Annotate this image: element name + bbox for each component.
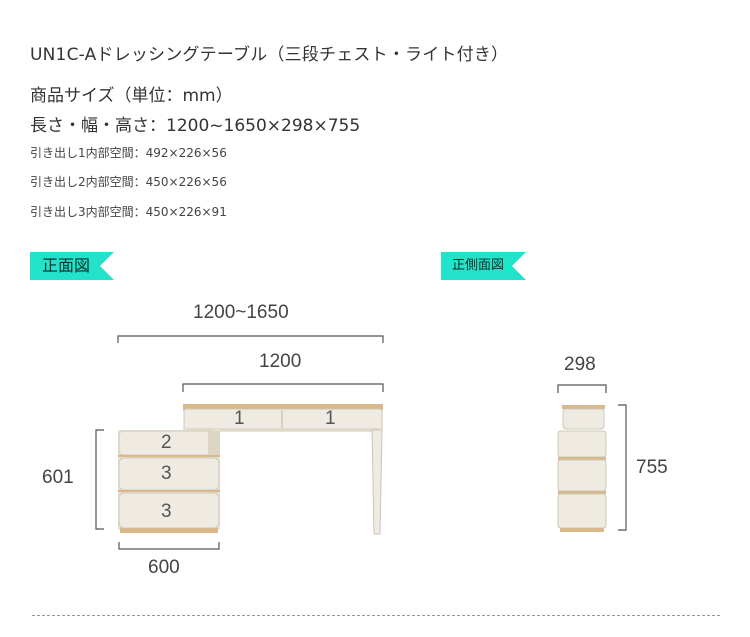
drawer-label-top-right: 1 — [325, 408, 336, 429]
drawer-label-chest-2: 3 — [161, 463, 172, 484]
front-view-tag: 正面図 — [30, 252, 114, 280]
drawer-label-top-left: 1 — [234, 408, 245, 429]
depth-bracket — [557, 384, 607, 393]
drawer-3-space: 引き出し3内部空間：450×226×91 — [30, 205, 227, 219]
total-length-bracket — [117, 335, 384, 343]
desk-leg — [371, 429, 383, 535]
side-cabinet — [557, 405, 607, 532]
dim-total-length: 1200~1650 — [193, 302, 289, 323]
drawer-label-chest-1: 2 — [161, 432, 172, 453]
dim-depth: 298 — [564, 354, 596, 375]
drawer-label-chest-3: 3 — [161, 501, 172, 522]
height-bracket — [618, 404, 627, 531]
page-title: UN1C-Aドレッシングテーブル（三段チェスト・ライト付き） — [30, 45, 509, 65]
side-view-tag: 正側面図 — [441, 252, 526, 280]
chest-height-bracket — [95, 429, 104, 530]
dim-chest-width: 600 — [148, 557, 180, 578]
desk-top — [183, 404, 383, 432]
chest — [118, 430, 220, 533]
dim-top-length: 1200 — [259, 351, 302, 372]
dashed-separator — [32, 615, 720, 616]
spec-heading: 商品サイズ（単位：mm） — [30, 86, 233, 106]
dim-height: 755 — [636, 457, 668, 478]
drawer-2-space: 引き出し2内部空間：450×226×56 — [30, 175, 227, 189]
dim-chest-height: 601 — [42, 467, 74, 488]
overall-dimensions: 長さ・幅・高さ：1200~1650×298×755 — [30, 116, 361, 136]
chest-width-bracket — [118, 542, 220, 550]
top-length-bracket — [182, 383, 384, 392]
drawer-1-space: 引き出し1内部空間：492×226×56 — [30, 146, 227, 160]
